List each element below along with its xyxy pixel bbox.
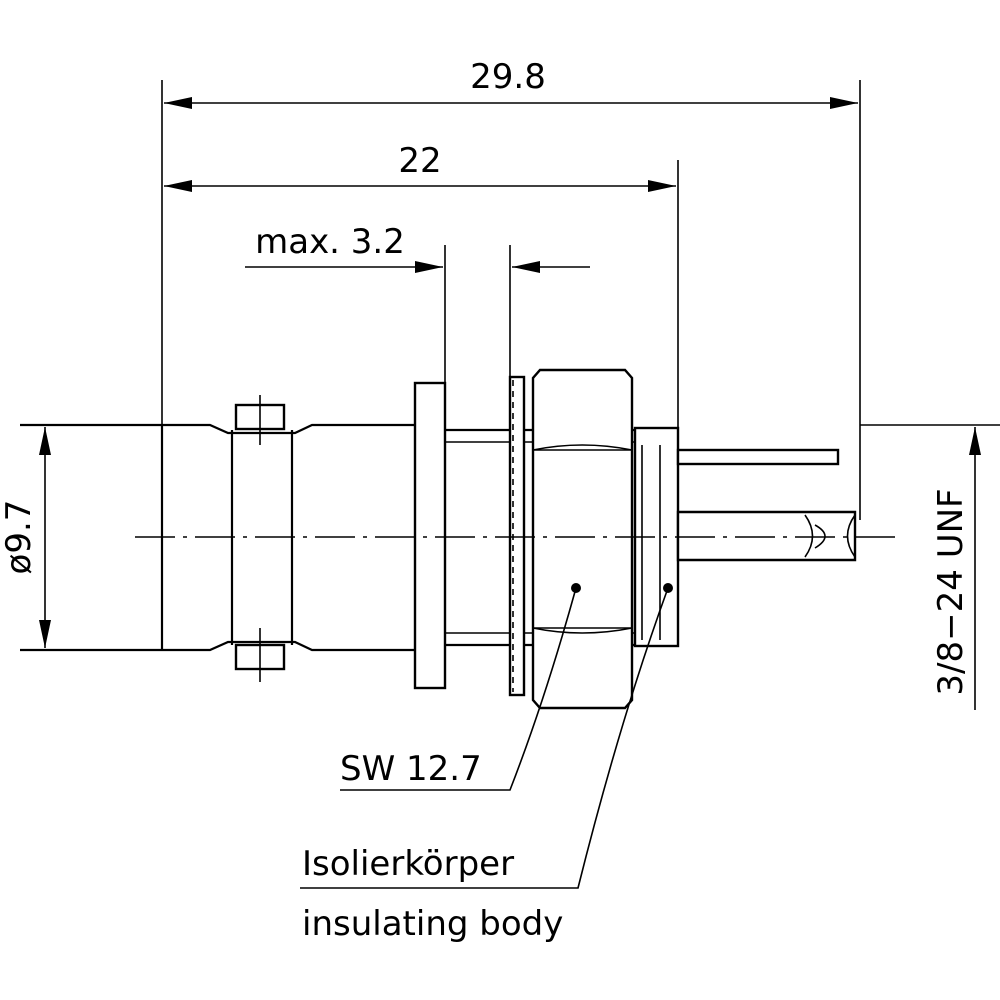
extension-lines <box>20 80 1000 651</box>
wrench-size-label: SW 12.7 <box>340 749 482 789</box>
insulator-en-label: insulating body <box>302 904 563 944</box>
diameter-label: ø9.7 <box>0 500 39 575</box>
hex-nut <box>531 368 634 710</box>
solder-tab <box>676 448 840 466</box>
thread-label: 3/8−24 UNF <box>931 488 971 695</box>
leader-lines <box>300 583 673 889</box>
insulator-de-label: Isolierkörper <box>302 844 514 884</box>
panel-thickness-label: max. 3.2 <box>255 222 405 262</box>
contact-pin <box>676 510 857 562</box>
connector-body <box>20 368 857 710</box>
mount-length-label: 22 <box>398 141 441 181</box>
flange <box>413 381 447 690</box>
overall-length-label: 29.8 <box>470 57 546 97</box>
bayonet-sleeve <box>20 423 415 652</box>
lock-washer <box>508 375 526 697</box>
